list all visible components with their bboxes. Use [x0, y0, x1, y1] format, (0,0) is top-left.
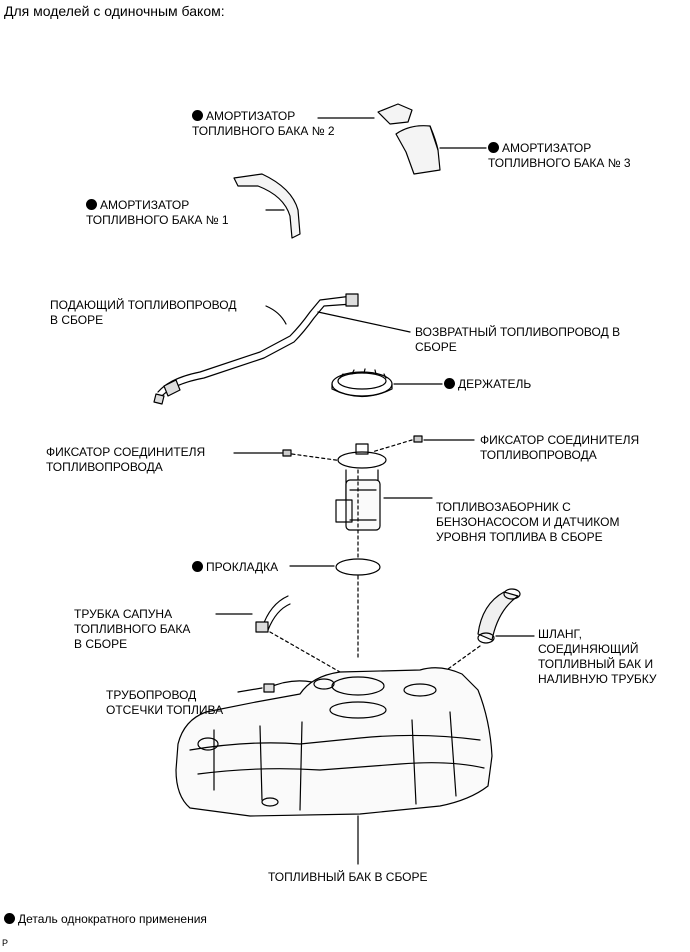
- fuel-line-clip-left-part: [282, 449, 292, 457]
- fuel-tank-insulator-3-part: [395, 125, 441, 175]
- retainer-ring-part: [331, 368, 393, 398]
- label-gasket: ПРОКЛАДКА: [192, 560, 278, 575]
- label-filler-hose: ШЛАНГ, СОЕДИНЯЮЩИЙ ТОПЛИВНЫЙ БАК И НАЛИВ…: [538, 627, 657, 686]
- gasket-part: [335, 558, 381, 576]
- label-fuel-tank: ТОПЛИВНЫЙ БАК В СБОРЕ: [268, 870, 428, 884]
- page-title: Для моделей с одиночным баком:: [4, 3, 225, 19]
- label-fuel-cutoff-tube: ТРУБОПРОВОД ОТСЕЧКИ ТОПЛИВА: [106, 688, 224, 717]
- label-fuel-main-tube: ПОДАЮЩИЙ ТОПЛИВОПРОВОД В СБОРЕ: [50, 298, 237, 327]
- label-retainer: ДЕРЖАТЕЛЬ: [444, 377, 531, 392]
- label-fuel-suction: ТОПЛИВОЗАБОРНИК С БЕНЗОНАСОСОМ И ДАТЧИКО…: [436, 500, 620, 544]
- bullet-dot-icon: [86, 199, 97, 210]
- fuel-suction-pump-part: [335, 443, 387, 531]
- label-fuel-return-tube: ВОЗВРАТНЫЙ ТОПЛИВОПРОВОД В СБОРЕ: [415, 325, 621, 354]
- fuel-tube-assembly-part: [153, 293, 359, 405]
- label-fuel-line-clip-right: ФИКСАТОР СОЕДИНИТЕЛЯ ТОПЛИВОПРОВОДА: [480, 433, 640, 462]
- bullet-dot-icon: [192, 561, 203, 572]
- fuel-tank-insulator-2-part: [377, 103, 413, 125]
- bullet-dot-icon: [444, 378, 455, 389]
- label-fuel-tank-insulator-2: АМОРТИЗАТОР ТОПЛИВНОГО БАКА № 2: [192, 109, 335, 138]
- bullet-dot-icon: [192, 110, 203, 121]
- fuel-tank-part: [175, 667, 493, 817]
- label-fuel-tank-insulator-3: АМОРТИЗАТОР ТОПЛИВНОГО БАКА № 3: [488, 141, 631, 170]
- label-fuel-line-clip-left: ФИКСАТОР СОЕДИНИТЕЛЯ ТОПЛИВОПРОВОДА: [46, 445, 206, 474]
- legend: Деталь однократного применения: [4, 912, 207, 926]
- bullet-dot-icon: [488, 142, 499, 153]
- fuel-tank-insulator-1-part: [233, 173, 301, 239]
- label-breather-tube: ТРУБКА САПУНА ТОПЛИВНОГО БАКА В СБОРЕ: [74, 607, 191, 651]
- label-fuel-tank-insulator-1: АМОРТИЗАТОР ТОПЛИВНОГО БАКА № 1: [86, 198, 229, 227]
- fuel-line-clip-right-part: [413, 435, 423, 443]
- legend-text: Деталь однократного применения: [18, 912, 207, 926]
- breather-tube-part: [255, 595, 291, 633]
- figure-code: P: [2, 938, 9, 948]
- bullet-dot-icon: [4, 913, 15, 924]
- filler-hose-part: [477, 588, 521, 644]
